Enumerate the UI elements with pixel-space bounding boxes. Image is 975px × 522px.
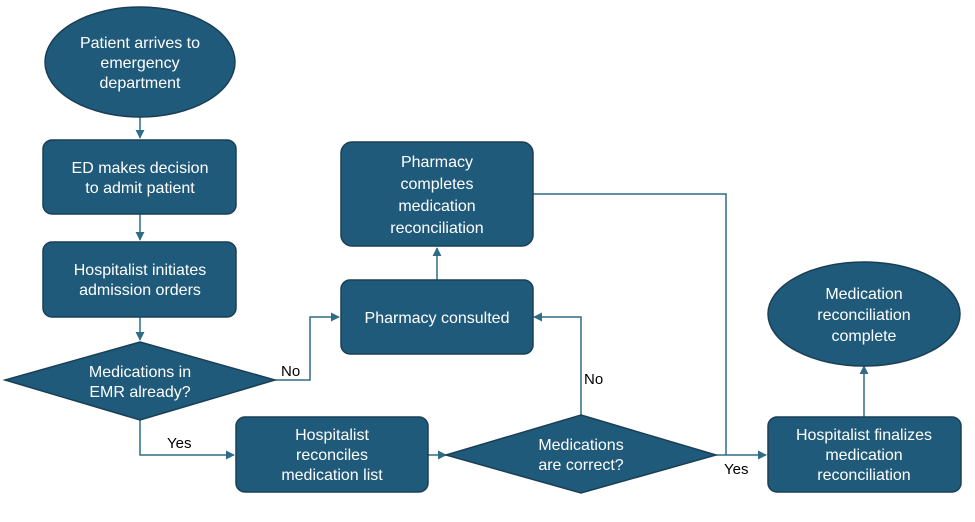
start-ellipse <box>44 6 236 118</box>
decide-admit-box <box>42 139 237 215</box>
node-label-line: Hospitalist <box>295 427 369 444</box>
node-end: Medication reconciliation complete <box>767 261 961 367</box>
node-reconciles-list-text: Hospitalist reconciles medication list <box>281 427 383 484</box>
node-label-line: reconciles <box>296 447 368 464</box>
node-decide-admit: ED makes decision to admit patient <box>42 139 237 215</box>
meds-correct-diamond <box>443 414 719 494</box>
reconciles-list-box <box>235 416 429 493</box>
node-label-line: reconciliation <box>817 307 910 324</box>
node-label-line: reconciliation <box>817 467 910 484</box>
node-meds-correct: Medications are correct? <box>443 414 719 494</box>
admission-orders-box <box>42 241 237 318</box>
node-finalizes: Hospitalist finalizes medication reconcili… <box>767 416 962 493</box>
node-label-line: Pharmacy consulted <box>365 310 510 327</box>
node-label-line: department <box>100 75 181 92</box>
edge-correct-no-to-pharmacy <box>533 312 582 415</box>
node-end-text: Medication reconciliation complete <box>817 286 910 345</box>
edge-emr-no-to-pharmacy <box>275 312 340 381</box>
meds-in-emr-diamond <box>2 341 278 421</box>
node-label-line: Medications <box>538 437 623 454</box>
node-label-line: Medication <box>825 286 902 303</box>
node-label-line: Pharmacy <box>401 154 473 171</box>
node-pharmacy-completes-text: Pharmacy completes medication reconciliatio… <box>390 154 483 237</box>
node-label-line: Patient arrives to <box>80 35 200 52</box>
end-ellipse <box>767 261 961 367</box>
edges <box>135 117 869 460</box>
node-pharmacy-completes: Pharmacy completes medication reconciliatio… <box>340 141 534 247</box>
finalizes-box <box>767 416 962 493</box>
node-label-line: medication <box>398 198 475 215</box>
label-finalize-yes: Yes <box>724 461 748 478</box>
node-finalizes-text: Hospitalist finalizes medication reconcili… <box>796 427 932 484</box>
pharmacy-completes-box <box>340 141 534 247</box>
node-label-line: medication list <box>281 467 383 484</box>
node-label-line: EMR already? <box>89 384 190 401</box>
node-meds-in-emr-text: Medications in EMR already? <box>89 364 191 401</box>
node-label-line: Hospitalist finalizes <box>796 427 932 444</box>
node-meds-correct-text: Medications are correct? <box>538 437 623 474</box>
node-start-text: Patient arrives to emergency department <box>80 35 200 92</box>
node-start: Patient arrives to emergency department <box>44 6 236 118</box>
label-correct-no: No <box>584 371 603 388</box>
node-label-line: complete <box>832 328 897 345</box>
edge-emr-yes-to-reconcile <box>139 420 235 460</box>
node-label-line: are correct? <box>538 457 623 474</box>
node-pharmacy-consulted: Pharmacy consulted <box>340 279 534 355</box>
label-emr-no: No <box>281 363 300 380</box>
node-pharmacy-consulted-text: Pharmacy consulted <box>365 310 510 327</box>
edge-completes-to-finalize <box>533 193 727 455</box>
node-decide-admit-text: ED makes decision to admit patient <box>72 160 209 197</box>
node-meds-in-emr: Medications in EMR already? <box>2 341 278 421</box>
edge-labels: No Yes No Yes <box>167 363 748 478</box>
node-admission-orders-text: Hospitalist initiates admission orders <box>74 262 207 299</box>
pharmacy-consulted-box <box>340 279 534 355</box>
node-label-line: Hospitalist initiates <box>74 262 207 279</box>
node-label-line: medication <box>825 447 902 464</box>
node-label-line: admission orders <box>79 282 201 299</box>
node-label-line: completes <box>401 176 474 193</box>
label-emr-yes: Yes <box>167 435 191 452</box>
node-label-line: emergency <box>100 55 179 72</box>
node-label-line: reconciliation <box>390 220 483 237</box>
node-label-line: to admit patient <box>85 180 195 197</box>
node-label-line: ED makes decision <box>72 160 209 177</box>
node-admission-orders: Hospitalist initiates admission orders <box>42 241 237 318</box>
node-reconciles-list: Hospitalist reconciles medication list <box>235 416 429 493</box>
node-label-line: Medications in <box>89 364 191 381</box>
